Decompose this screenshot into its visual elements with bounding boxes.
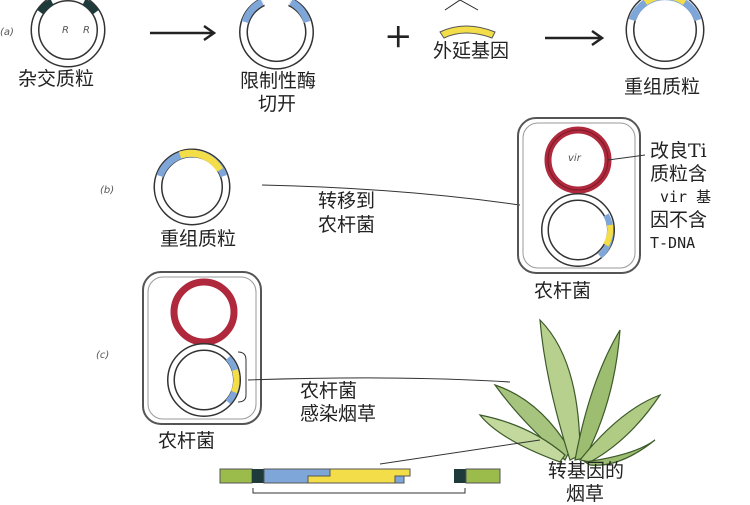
transfer-label-1: 转移到 (318, 190, 376, 212)
hybrid-plasmid (30, 0, 106, 68)
recombinant-label-b: 重组质粒 (160, 228, 237, 250)
r-site-label: R (83, 25, 90, 36)
ti-plasmid-c (170, 278, 238, 346)
tobacco-plant-drawing (478, 318, 662, 466)
r-site-label: R (62, 25, 69, 36)
recombinant-plasmid-in-cell-b (541, 193, 615, 267)
panel-label-a: (a) (0, 27, 14, 38)
recombinant-plasmid-b (153, 148, 231, 226)
transfer-label-2: 农杆菌 (318, 214, 376, 236)
ti-label-5: T-DNA (650, 234, 696, 252)
recombinant-label-a: 重组质粒 (624, 76, 701, 98)
agrobacterium-cell-b (517, 117, 641, 274)
plant-label-1: 转基因的 (548, 460, 625, 482)
transfer-arrow (261, 184, 521, 206)
ti-label-3: vir 基 (660, 188, 712, 206)
panel-label-b: (b) (100, 185, 115, 196)
agro-label-b: 农杆菌 (534, 280, 592, 302)
plus-sign: + (384, 16, 413, 56)
agro-label-c: 农杆菌 (158, 430, 216, 452)
ti-label-1: 改良Ti (650, 140, 707, 162)
infect-label-1: 农杆菌 (300, 380, 358, 402)
sticky-end-lines (444, 0, 479, 11)
infect-label-2: 感染烟草 (300, 403, 377, 425)
plant-label-2: 烟草 (566, 483, 605, 505)
recombinant-plasmid-in-cell-c (167, 343, 241, 417)
foreign-gene-segment (439, 25, 496, 39)
vir-label: vir (568, 153, 581, 164)
cut-label-2: 切开 (258, 93, 297, 115)
hybrid-plasmid-label: 杂交质粒 (18, 68, 95, 90)
t-dna-bar (219, 468, 501, 494)
ti-label-2: 质粒含 (650, 163, 708, 185)
cut-plasmid (239, 0, 314, 70)
infect-arrow (247, 377, 511, 383)
ti-pointer (607, 154, 646, 161)
bracket-c (237, 351, 247, 403)
ti-label-4: 因不含 (650, 209, 708, 231)
agrobacterium-cell-c (142, 271, 262, 425)
foreign-gene-label: 外延基因 (433, 40, 510, 62)
plant-pointer (379, 439, 541, 465)
recombinant-plasmid-a (625, 0, 705, 70)
cut-label-1: 限制性酶 (240, 70, 317, 92)
panel-label-c: (c) (96, 350, 110, 361)
